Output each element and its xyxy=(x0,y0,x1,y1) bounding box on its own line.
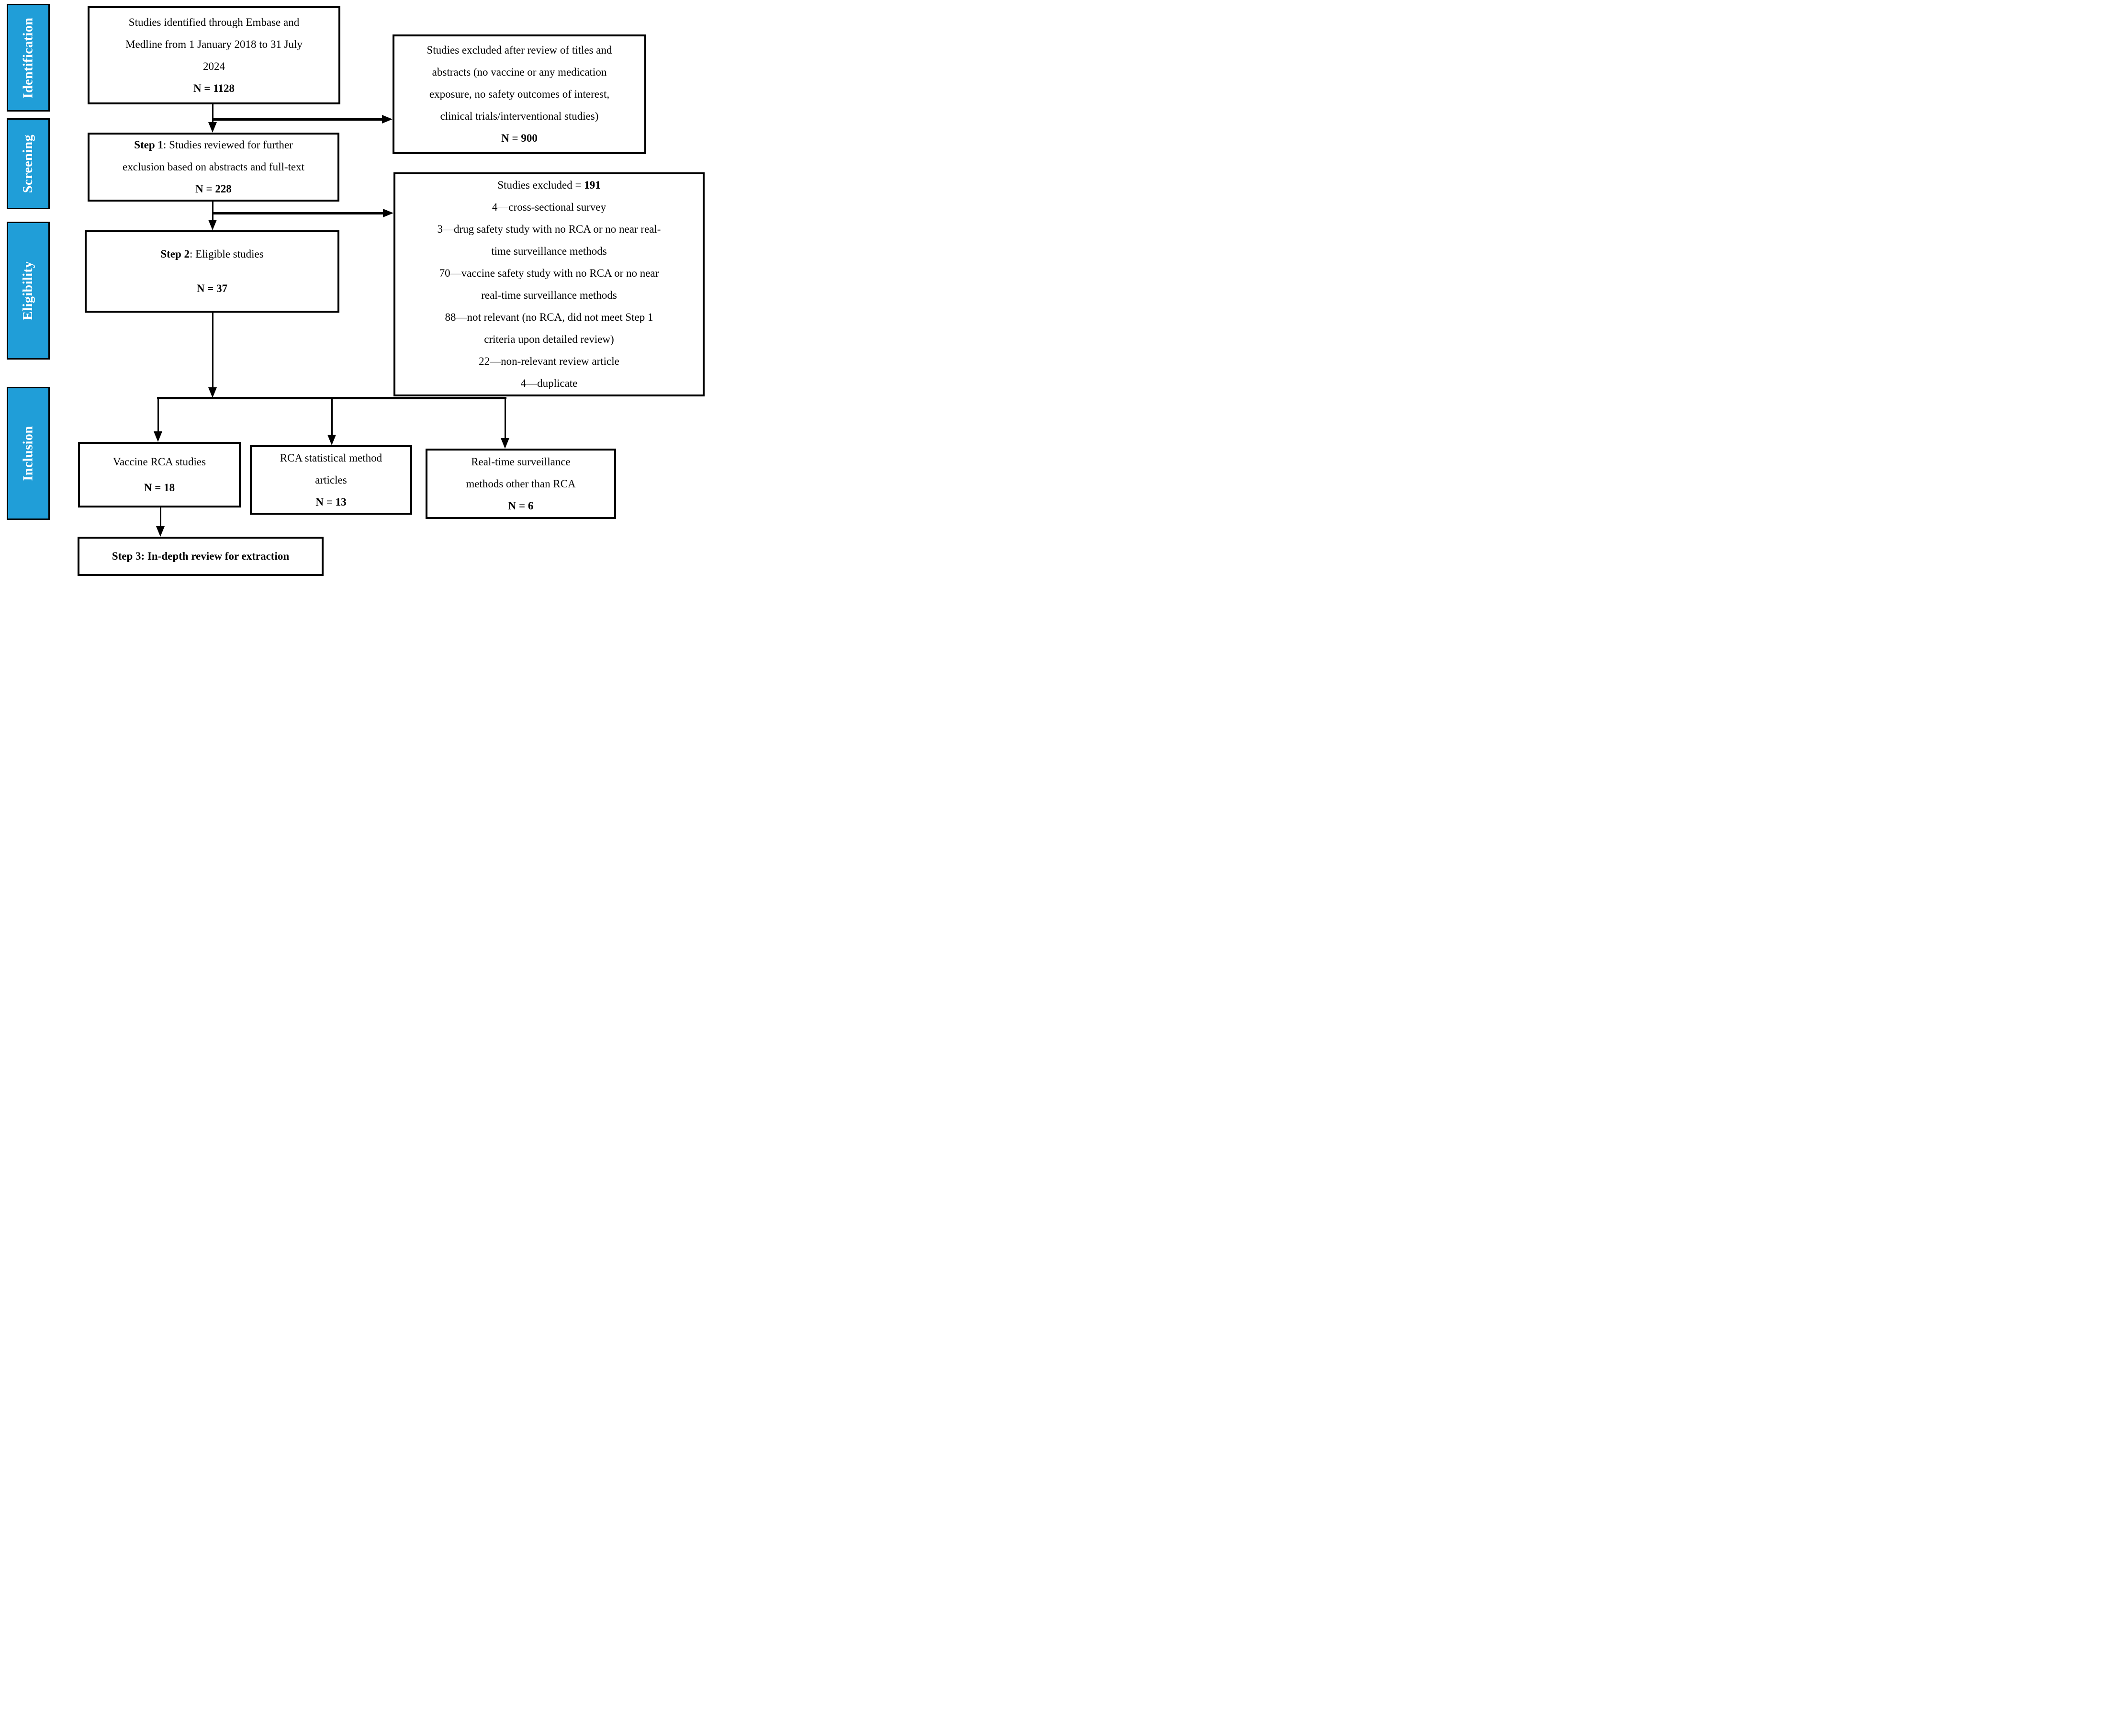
box-studies-identified: Studies identified through Embase and Me… xyxy=(88,6,340,104)
box-step1-review: Step 1: Studies reviewed for further exc… xyxy=(88,133,339,202)
excluded-titles-line: abstracts (no vaccine or any medication xyxy=(432,66,607,78)
arrowhead-down-step3 xyxy=(156,526,165,537)
arrowhead-down-realtime xyxy=(501,438,509,449)
rca-methods-line: articles xyxy=(315,473,347,486)
connector-vaccine-rca-to-step3 xyxy=(160,507,161,527)
step1-title-line: Step 1: Studies reviewed for further xyxy=(134,134,293,156)
arrowhead-down-rca-methods xyxy=(327,435,336,445)
arrowhead-down-step2 xyxy=(208,220,217,230)
stage-label-screening: Screening xyxy=(21,134,36,193)
step2-title-line: Step 2: Eligible studies xyxy=(160,243,263,265)
step1-line: exclusion based on abstracts and full-te… xyxy=(122,161,305,173)
realtime-line: Real-time surveillance xyxy=(471,455,571,468)
rca-methods-count: N = 13 xyxy=(315,496,347,508)
box-excluded-titles-abstracts: Studies excluded after review of titles … xyxy=(393,34,646,154)
excluded191-reason: 70—vaccine safety study with no RCA or n… xyxy=(439,267,659,279)
realtime-count: N = 6 xyxy=(508,499,534,512)
step2-count: N = 37 xyxy=(196,282,228,294)
box-rca-statistical-methods: RCA statistical method articles N = 13 xyxy=(250,445,412,515)
step2-label: Step 2 xyxy=(160,248,190,260)
excluded191-reason: 22—non-relevant review article xyxy=(479,355,619,367)
excluded191-reason: time surveillance methods xyxy=(491,245,607,257)
excluded-titles-count: N = 900 xyxy=(501,132,538,144)
identified-line: Medline from 1 January 2018 to 31 July xyxy=(125,38,303,50)
connector-branch-to-realtime xyxy=(505,398,506,439)
stage-label-inclusion: Inclusion xyxy=(21,426,35,481)
stage-label-identification: Identification xyxy=(21,17,35,98)
connector-step2-to-branch xyxy=(212,313,213,388)
excluded191-reason: criteria upon detailed review) xyxy=(484,333,614,345)
excluded191-reason: 88—not relevant (no RCA, did not meet St… xyxy=(445,311,653,323)
box-excluded-191: Studies excluded = 191 4—cross-sectional… xyxy=(393,172,705,396)
excluded-titles-line: Studies excluded after review of titles … xyxy=(427,44,612,56)
identified-line: 2024 xyxy=(203,60,225,72)
step1-title-rest: : Studies reviewed for further xyxy=(163,139,293,151)
connector-to-excluded-900 xyxy=(213,118,382,121)
stage-bar-identification: Identification xyxy=(7,4,50,112)
box-vaccine-rca-studies: Vaccine RCA studies N = 18 xyxy=(78,442,241,507)
arrowhead-down-vaccine-rca xyxy=(154,431,162,442)
step1-count: N = 228 xyxy=(195,183,232,195)
box-step2-eligible: Step 2: Eligible studies N = 37 xyxy=(85,230,339,313)
vaccine-rca-count: N = 18 xyxy=(144,481,175,494)
stage-bar-inclusion: Inclusion xyxy=(7,387,50,520)
arrowhead-down-branch xyxy=(208,387,217,398)
prisma-flow-diagram: Identification Screening Eligibility Inc… xyxy=(0,0,707,579)
arrowhead-right-excluded-900 xyxy=(382,115,393,124)
step2-title-rest: : Eligible studies xyxy=(190,248,264,260)
excluded191-reason: 3—drug safety study with no RCA or no ne… xyxy=(437,223,661,235)
connector-branch-to-rca-methods xyxy=(331,398,333,435)
connector-to-excluded-191 xyxy=(213,212,383,214)
excluded191-head: Studies excluded = 191 xyxy=(497,174,600,196)
excluded191-reason: real-time surveillance methods xyxy=(481,289,617,301)
step3-label: Step 3: In-depth review for extraction xyxy=(112,550,290,562)
stage-bar-screening: Screening xyxy=(7,118,50,209)
box-step3-indepth-review: Step 3: In-depth review for extraction xyxy=(78,537,324,576)
excluded191-head-text: Studies excluded = xyxy=(497,179,584,191)
stage-label-eligibility: Eligibility xyxy=(21,261,35,320)
arrowhead-down-step1 xyxy=(208,122,217,133)
connector-step1-to-step2 xyxy=(212,202,213,220)
excluded191-reason: 4—duplicate xyxy=(520,377,578,389)
vaccine-rca-line: Vaccine RCA studies xyxy=(112,455,206,468)
stage-bar-eligibility: Eligibility xyxy=(7,222,50,360)
connector-branch-to-vaccine-rca xyxy=(157,398,159,432)
excluded-titles-line: clinical trials/interventional studies) xyxy=(440,110,599,122)
excluded191-reason: 4—cross-sectional survey xyxy=(492,201,606,213)
connector-identified-to-step1 xyxy=(212,104,213,123)
excluded191-head-value: 191 xyxy=(584,179,601,191)
identified-line: Studies identified through Embase and xyxy=(128,16,300,28)
arrowhead-right-excluded-191 xyxy=(383,209,393,217)
excluded-titles-line: exposure, no safety outcomes of interest… xyxy=(429,88,610,100)
box-realtime-surveillance: Real-time surveillance methods other tha… xyxy=(426,449,616,519)
identified-count: N = 1128 xyxy=(193,82,235,94)
realtime-line: methods other than RCA xyxy=(466,477,576,490)
step1-label: Step 1 xyxy=(134,139,163,151)
rca-methods-line: RCA statistical method xyxy=(280,451,382,464)
